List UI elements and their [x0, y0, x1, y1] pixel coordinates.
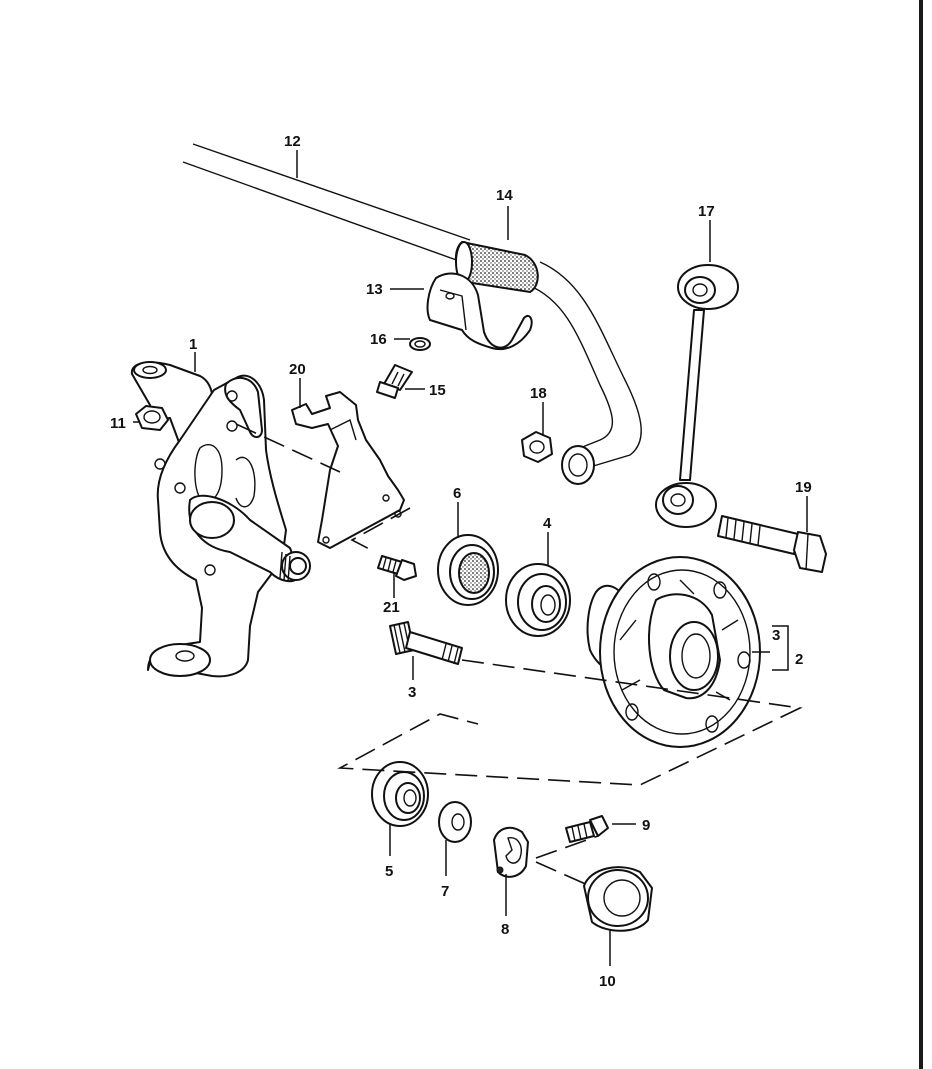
callout-7: 7 — [441, 883, 449, 900]
coupling-rod-bolt — [717, 515, 827, 573]
callout-4: 4 — [543, 515, 552, 532]
wheel-stud — [389, 621, 463, 665]
callout-20: 20 — [289, 361, 306, 378]
bracket-bolt — [376, 364, 413, 399]
callout-6: 6 — [453, 485, 461, 502]
clamp-screw — [565, 815, 609, 843]
wheel-hub — [586, 556, 761, 748]
splash-shield — [291, 391, 405, 549]
callout-14: 14 — [496, 187, 513, 204]
callout-3-hub: 3 — [772, 627, 780, 644]
callout-19: 19 — [795, 479, 812, 496]
callout-10: 10 — [599, 973, 616, 990]
shield-bolt — [377, 555, 417, 581]
clamp-nut — [493, 826, 529, 878]
callout-9: 9 — [642, 817, 650, 834]
thrust-washer — [438, 801, 472, 843]
callout-1: 1 — [189, 336, 197, 353]
bushing-bracket — [426, 272, 533, 350]
stabilizer-bar — [182, 143, 642, 485]
callout-16: 16 — [370, 331, 387, 348]
steering-knuckle — [130, 361, 311, 678]
callout-15: 15 — [429, 382, 446, 399]
stabilizer-bushing — [454, 240, 539, 294]
coupling-rod — [655, 264, 739, 528]
callout-3-bolt: 3 — [408, 684, 416, 701]
callout-13: 13 — [366, 281, 383, 298]
leader-lines — [133, 150, 808, 966]
callout-8: 8 — [501, 921, 509, 938]
grease-cap — [583, 866, 653, 932]
hub-stud-holes — [625, 573, 751, 733]
callout-labels: 1 11 12 13 14 16 15 17 18 20 19 6 4 21 3… — [110, 133, 812, 990]
callout-11: 11 — [110, 415, 126, 432]
page-edge-rule — [919, 0, 923, 1069]
radial-seal — [437, 534, 499, 606]
callout-2: 2 — [795, 651, 803, 668]
taper-roller-bearing-outer — [505, 563, 571, 637]
callout-18: 18 — [530, 385, 547, 402]
lock-washer — [409, 337, 431, 351]
callout-5: 5 — [385, 863, 393, 880]
callout-21: 21 — [383, 599, 400, 616]
knuckle-nut — [135, 405, 169, 431]
callout-12: 12 — [284, 133, 301, 150]
assembly-dashed-lines — [235, 423, 803, 887]
callout-17: 17 — [698, 203, 715, 220]
hex-nut — [521, 431, 553, 463]
